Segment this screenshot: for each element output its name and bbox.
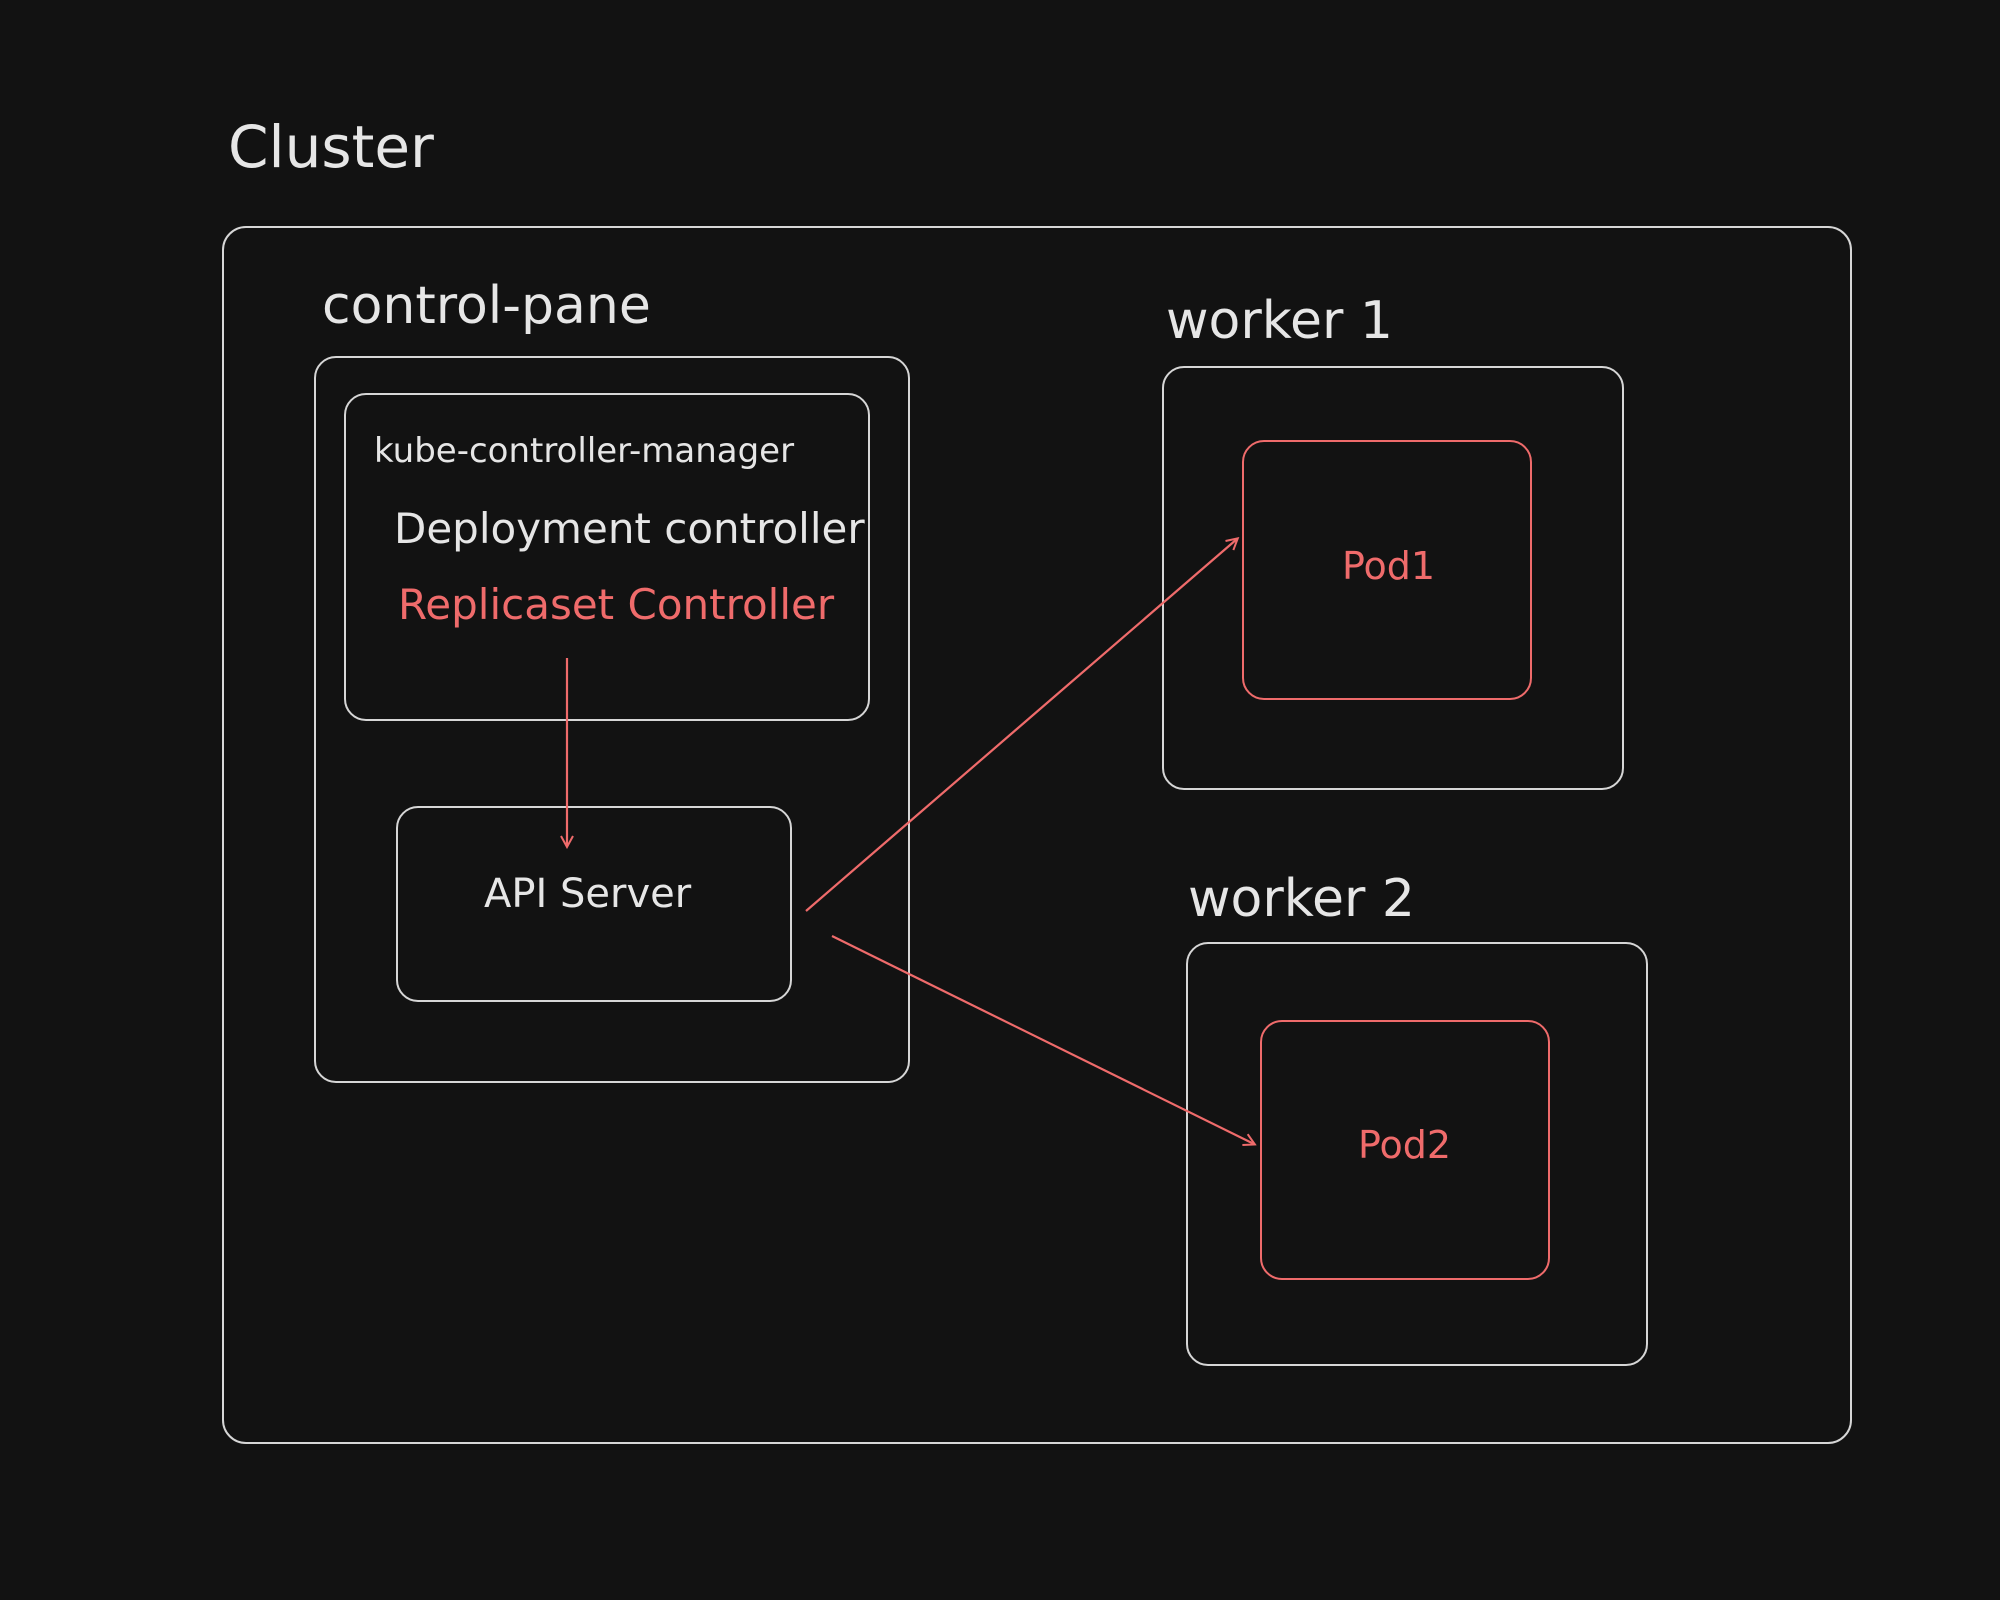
cluster-title: Cluster — [228, 113, 434, 181]
api-server-label: API Server — [484, 871, 692, 917]
api-server-box — [396, 806, 792, 1002]
worker-2-title: worker 2 — [1188, 869, 1415, 929]
replicaset-controller-label: Replicaset Controller — [398, 580, 835, 629]
cluster-box — [222, 226, 1852, 1444]
pod-1-box — [1242, 440, 1532, 700]
kube-controller-manager-title: kube-controller-manager — [374, 431, 795, 471]
worker-2-box — [1186, 942, 1648, 1366]
pod-2-label: Pod2 — [1358, 1123, 1452, 1167]
worker-1-title: worker 1 — [1166, 291, 1393, 351]
control-plane-title: control-pane — [322, 276, 651, 336]
deployment-controller-label: Deployment controller — [394, 504, 865, 553]
pod-1-label: Pod1 — [1342, 544, 1436, 588]
pod-2-box — [1260, 1020, 1550, 1280]
